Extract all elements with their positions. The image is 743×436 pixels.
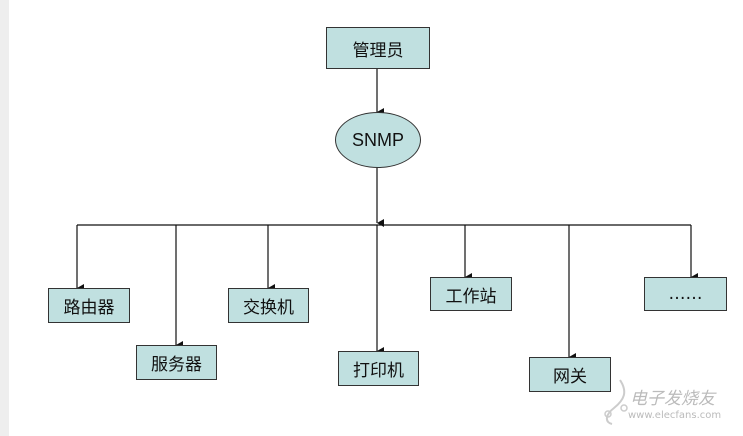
node-label: SNMP: [351, 129, 404, 150]
node-label: 打印机: [353, 361, 404, 381]
node-workstation: 工作站: [430, 277, 512, 311]
node-snmp: SNMP: [335, 112, 421, 168]
node-label: 网关: [553, 367, 587, 387]
node-label: 工作站: [445, 286, 497, 307]
node-router: 路由器: [48, 288, 130, 323]
node-more: ……: [644, 277, 727, 311]
node-label: 路由器: [63, 298, 115, 318]
watermark-url: www.elecfans.com: [628, 410, 722, 421]
node-label: 服务器: [151, 355, 202, 375]
node-printer: 打印机: [338, 351, 419, 386]
node-label: 管理员: [352, 40, 404, 61]
node-gateway: 网关: [529, 357, 611, 392]
node-switch: 交换机: [228, 288, 309, 323]
node-admin: 管理员: [326, 27, 430, 69]
watermark-icon: [604, 379, 628, 425]
left-margin-strip: [0, 0, 9, 436]
node-label: 交换机: [243, 298, 294, 318]
node-label: ……: [668, 284, 703, 304]
watermark-name: 电子发烧友: [630, 389, 715, 409]
node-server: 服务器: [136, 345, 217, 380]
